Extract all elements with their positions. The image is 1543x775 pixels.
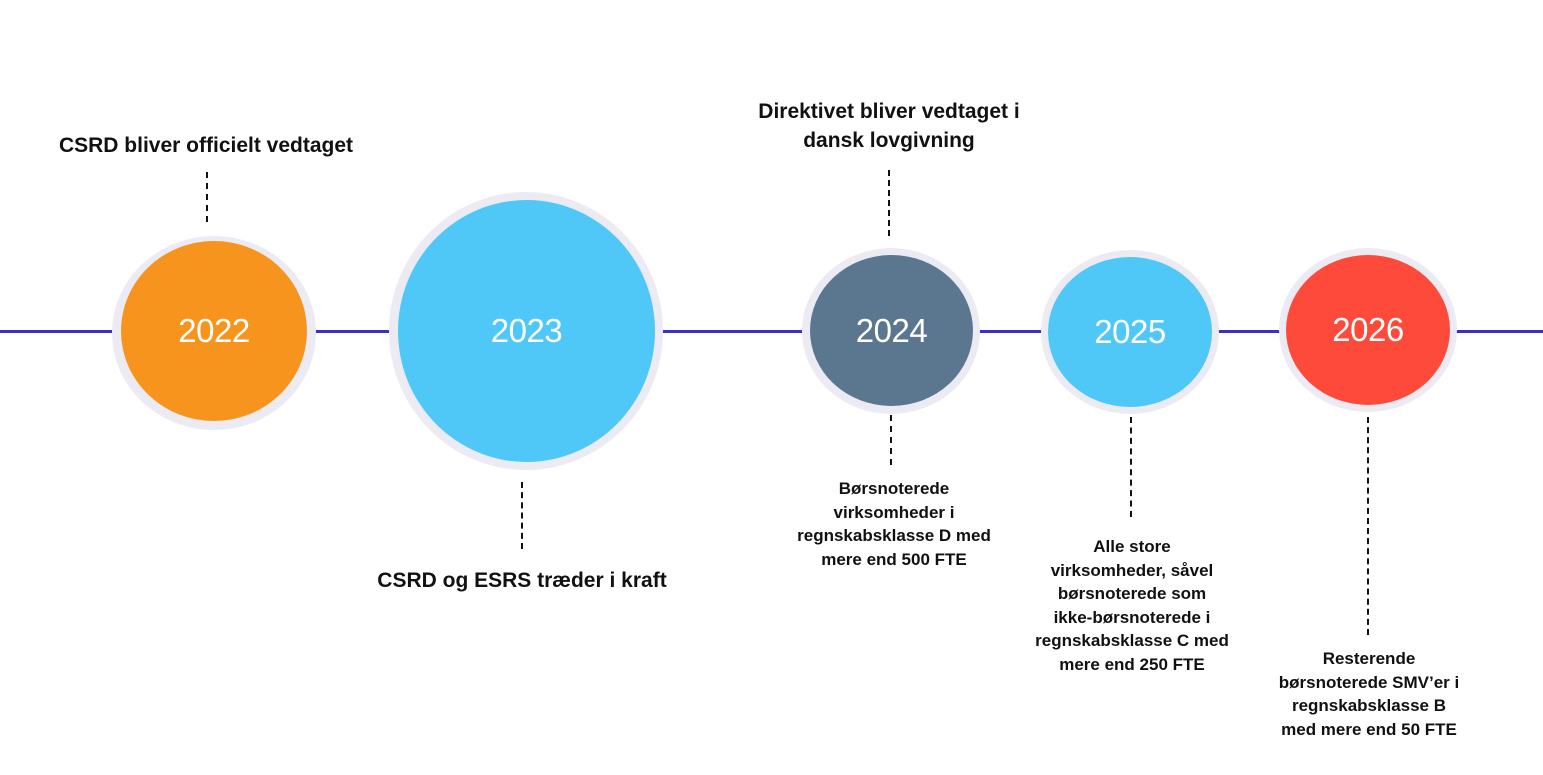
milestone-2023-circle: 2023 [398,200,655,462]
milestone-2024-circle: 2024 [810,255,973,406]
milestone-2024-top-connector [888,170,890,236]
milestone-2022-year: 2022 [178,312,250,349]
milestone-2022-connector [206,172,208,222]
milestone-2025-connector [1130,417,1132,517]
milestone-2025-description: Alle store virksomheder, såvel børsnoter… [1035,537,1229,674]
milestone-2022-circle: 2022 [121,241,307,421]
milestone-2025-year: 2025 [1094,313,1166,350]
milestone-2024-year: 2024 [855,311,928,349]
milestone-2023-year: 2023 [490,312,563,349]
milestone-2026-description: Resterende børsnoterede SMV’er i regnska… [1278,649,1460,739]
milestone-2024-bottom-connector [890,415,892,465]
milestone-2024-secondary-description: Børsnoterede virksomheder i regnskabskla… [797,479,991,569]
milestone-2023-description: CSRD og ESRS træder i kraft [377,569,667,592]
milestone-2024-description: Direktivet bliver vedtaget i dansk lovgi… [758,100,1020,152]
milestone-2026-circle: 2026 [1286,255,1450,405]
milestone-2022-description: CSRD bliver officielt vedtaget [58,134,354,157]
milestone-2026-connector [1367,417,1369,635]
milestone-2026-year: 2026 [1332,311,1404,348]
timeline-axis-line [0,330,1543,333]
milestone-2023-connector [521,482,523,549]
milestone-2025-circle: 2025 [1048,257,1212,407]
